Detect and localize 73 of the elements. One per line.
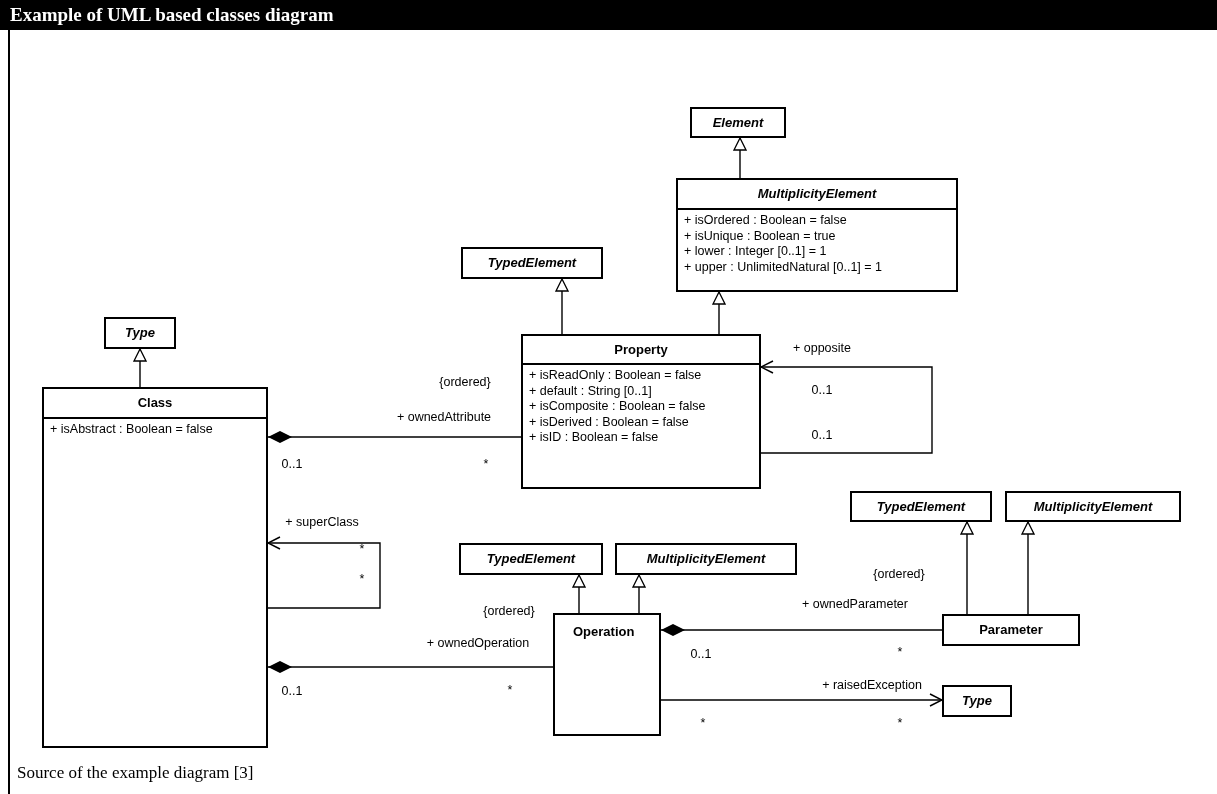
- class-name: TypedElement: [876, 499, 966, 514]
- generalization-arrow: [555, 278, 569, 335]
- title-bar: Example of UML based classes diagram: [0, 0, 1217, 30]
- class-box: [676, 178, 958, 292]
- association-arrow: [660, 693, 943, 707]
- class-name: Type: [125, 325, 155, 340]
- class-name: TypedElement: [487, 255, 577, 270]
- attribute-text: + isOrdered : Boolean = false: [684, 213, 847, 229]
- class-box: [942, 685, 1012, 717]
- class-box: [850, 491, 992, 522]
- generalization-arrow: [960, 521, 974, 615]
- role-label: + raisedException: [822, 678, 922, 692]
- role-label: + ownedOperation: [426, 636, 530, 650]
- generalization-arrow: [133, 348, 147, 388]
- class-name: TypedElement: [486, 551, 576, 566]
- attribute-text: + lower : Integer [0..1] = 1: [684, 244, 827, 260]
- role-label: *: [483, 457, 489, 471]
- composition-line: [660, 624, 943, 636]
- role-label: *: [897, 716, 903, 730]
- association-arrow: [760, 360, 933, 454]
- attribute-text: + upper : UnlimitedNatural [0..1] = 1: [684, 259, 883, 275]
- class-name: MultiplicityElement: [757, 186, 877, 201]
- role-label: + superClass: [285, 515, 359, 529]
- generalization-arrow: [632, 574, 646, 614]
- class-box: [459, 543, 603, 575]
- attribute-text: + isReadOnly : Boolean = false: [529, 368, 702, 384]
- generalization-arrow: [1021, 521, 1035, 615]
- attribute-text: + isAbstract : Boolean = false: [50, 422, 213, 438]
- class-name: MultiplicityElement: [646, 551, 766, 566]
- role-label: + ownedAttribute: [396, 410, 492, 424]
- role-label: *: [700, 716, 706, 730]
- role-label: + ownedParameter: [802, 597, 908, 611]
- class-name: MultiplicityElement: [1033, 499, 1153, 514]
- attribute-text: + isComposite : Boolean = false: [529, 399, 706, 415]
- role-label: *: [359, 542, 365, 556]
- class-box: [461, 247, 603, 279]
- role-label: 0..1: [811, 428, 833, 442]
- role-label: 0..1: [281, 684, 303, 698]
- role-label: 0..1: [811, 383, 833, 397]
- role-label: {ordered}: [483, 604, 535, 618]
- class-box: [615, 543, 797, 575]
- composition-line: [267, 661, 554, 673]
- role-label: {ordered}: [873, 567, 925, 581]
- class-box: [553, 613, 661, 736]
- role-label: *: [507, 683, 513, 697]
- class-name: Class: [137, 395, 173, 410]
- class-box: [690, 107, 786, 138]
- role-label: 0..1: [690, 647, 712, 661]
- class-box: [1005, 491, 1181, 522]
- association-arrow: [267, 536, 381, 609]
- class-box: [42, 387, 268, 748]
- class-box: [521, 334, 761, 489]
- role-label: 0..1: [281, 457, 303, 471]
- class-name: Property: [614, 342, 668, 357]
- class-name: Type: [962, 693, 992, 708]
- composition-line: [267, 431, 522, 443]
- class-box: [942, 614, 1080, 646]
- class-name: Parameter: [979, 622, 1043, 637]
- attribute-text: + isID : Boolean = false: [529, 430, 659, 446]
- class-name: Operation: [573, 624, 635, 639]
- attribute-text: + default : String [0..1]: [529, 383, 652, 399]
- role-label: {ordered}: [439, 375, 491, 389]
- generalization-arrow: [712, 291, 726, 335]
- caption: Source of the example diagram [3]: [17, 763, 254, 783]
- generalization-arrow: [572, 574, 586, 614]
- role-label: *: [897, 645, 903, 659]
- role-label: + opposite: [793, 341, 851, 355]
- attribute-text: + isUnique : Boolean = true: [684, 228, 836, 244]
- class-box: [104, 317, 176, 349]
- attribute-text: + isDerived : Boolean = false: [529, 414, 689, 430]
- generalization-arrow: [733, 137, 747, 179]
- class-name: Element: [712, 115, 764, 130]
- role-label: *: [359, 572, 365, 586]
